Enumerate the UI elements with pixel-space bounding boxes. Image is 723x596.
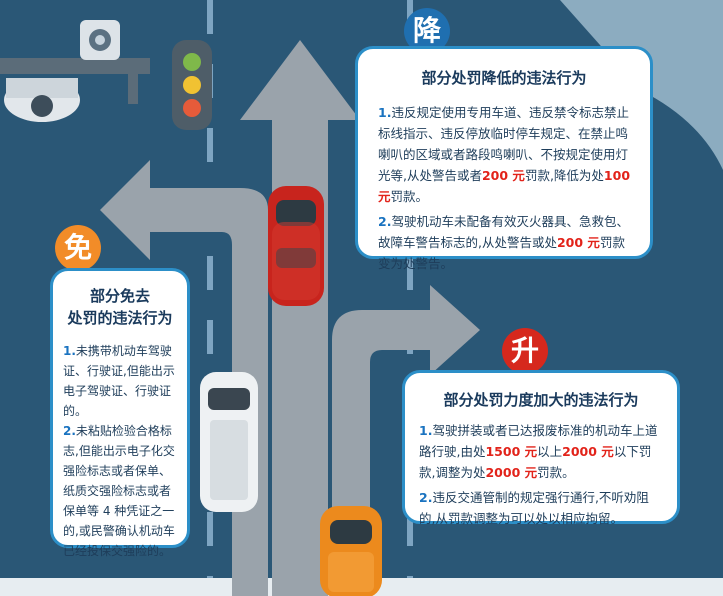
straight-arrow-icon [240,40,360,596]
traffic-light-icon [172,40,212,130]
increase-item-1-text-a: 驾驶拼装或者已达报废标准的机动车上道路行驶,由处 [419,423,658,459]
exempt-title-line-2: 处罚的违法行为 [67,309,173,327]
reduce-item-1-amount-b: 100 元 [378,168,631,204]
reduce-item-1-amount-a: 200 元 [481,168,525,183]
exempt-item-1-text: 未携带机动车驾驶证、行驶证,但能出示电子驾驶证、行驶证的。 [63,344,175,418]
reduce-item-2-amount-a: 200 元 [556,235,600,250]
red-car-icon [268,186,324,306]
exempt-title-line-1: 部分免去 [89,287,150,305]
increase-item-1-num: 1. [419,423,433,438]
exempt-card: 部分免去处罚的违法行为 1.未携带机动车驾驶证、行驶证,但能出示电子驾驶证、行驶… [50,268,190,558]
exempt-item-2-text: 未粘贴检验合格标志,但能出示电子化交强险标志或者保单、纸质交强险标志或者保单等 … [63,424,175,558]
reduce-item-2-text-a: 驾驶机动车未配备有效灭火器具、急救包、故障车警告标志的,从处警告或处 [378,214,629,250]
exempt-item-2: 2.未粘贴检验合格标志,但能出示电子化交强险标志或者保单、纸质交强险标志或者保单… [53,421,187,561]
increase-item-1-text-c: 以下罚款,调整为处 [419,444,652,480]
increase-card: 部分处罚力度加大的违法行为 1.驾驶拼装或者已达报废标准的机动车上道路行驶,由处… [402,370,680,526]
reduce-item-2-num: 2. [378,214,392,229]
reduce-item-2-text-b: 罚款变为处警告。 [378,235,625,271]
orange-car-icon [320,506,382,596]
increase-item-1: 1.驾驶拼装或者已达报废标准的机动车上道路行驶,由处1500 元以上2000 元… [405,420,677,483]
reduce-item-1-text-c: 罚款。 [390,189,429,204]
increase-item-1-text-b: 以上 [537,444,563,459]
increase-badge-icon: 升 [502,328,548,374]
exempt-item-1-num: 1. [63,344,76,358]
increase-item-2-num: 2. [419,490,433,505]
reduce-item-1-num: 1. [378,105,392,120]
reduce-card: 部分处罚降低的违法行为 1.违反规定使用专用车道、违反禁令标志禁止标线指示、违反… [355,46,653,271]
increase-item-2-text: 违反交通管制的规定强行通行,不听劝阻的,从罚款调整为可以处以相应拘留。 [419,490,649,526]
exempt-item-1: 1.未携带机动车驾驶证、行驶证,但能出示电子驾驶证、行驶证的。 [53,341,187,421]
increase-item-1-text-d: 罚款。 [537,465,575,480]
reduce-item-1-text-b: 罚款,降低为处 [524,168,604,183]
reduce-item-1: 1.违反规定使用专用车道、违反禁令标志禁止标线指示、违反停放临时停车规定、在禁止… [358,102,650,207]
increase-item-1-amount-c: 2000 元 [485,465,538,480]
reduce-item-2: 2.驾驶机动车未配备有效灭火器具、急救包、故障车警告标志的,从处警告或处200 … [358,211,650,274]
increase-item-1-amount-a: 1500 元 [485,444,538,459]
increase-title: 部分处罚力度加大的违法行为 [443,391,639,409]
increase-item-2: 2.违反交通管制的规定强行通行,不听劝阻的,从罚款调整为可以处以相应拘留。 [405,487,677,529]
reduce-title: 部分处罚降低的违法行为 [421,69,587,87]
exempt-item-2-num: 2. [63,424,76,438]
traffic-camera-icon [0,20,150,122]
exempt-badge-icon: 免 [55,225,101,271]
reduce-item-1-text-a: 违反规定使用专用车道、违反禁令标志禁止标线指示、违反停放临时停车规定、在禁止鸣喇… [378,105,629,183]
white-van-icon [200,372,258,512]
increase-item-1-amount-b: 2000 元 [562,444,614,459]
exempt-title: 部分免去处罚的违法行为 [53,285,187,329]
